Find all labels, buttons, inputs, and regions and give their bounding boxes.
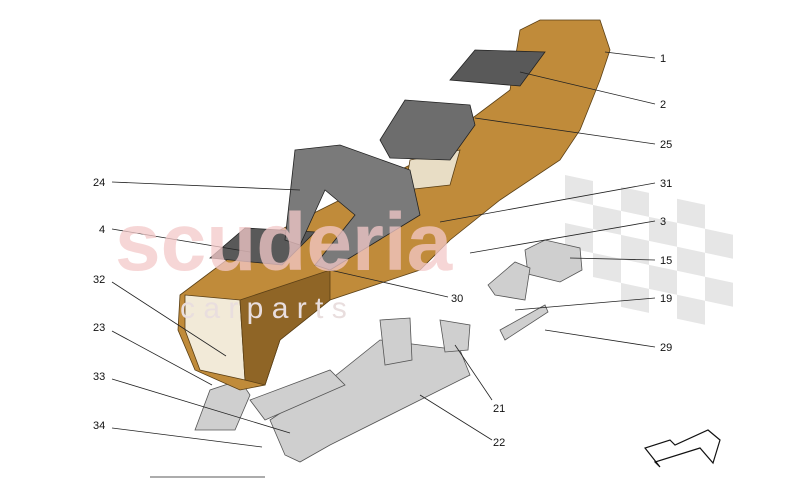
callout-29: 29 [660, 342, 672, 354]
callout-4: 4 [99, 224, 105, 236]
checkered-flag-icon [565, 175, 733, 325]
callout-31: 31 [660, 178, 672, 190]
callout-3: 3 [660, 216, 666, 228]
switch-panel-25 [379, 99, 476, 161]
callout-34: 34 [93, 420, 105, 432]
callout-22: 22 [493, 437, 505, 449]
bracket-15 [487, 239, 583, 341]
callout-32: 32 [93, 274, 105, 286]
arrow-icon [643, 429, 721, 468]
leader-lines [111, 51, 656, 478]
callout-24: 24 [93, 177, 105, 189]
watermark-main: scuderia [115, 197, 454, 288]
watermark: scuderia c a r p a r t s [115, 197, 454, 325]
callout-labels: 1 2 25 31 3 15 19 29 21 22 30 24 4 32 23… [93, 53, 672, 449]
callout-19: 19 [660, 293, 672, 305]
callout-30: 30 [451, 293, 463, 305]
callout-21: 21 [493, 403, 505, 415]
watermark-sub: c a r p a r t s [180, 292, 347, 325]
lower-bracket-22 [269, 317, 471, 463]
callout-2: 2 [660, 99, 666, 111]
callout-15: 15 [660, 255, 672, 267]
frame-24 [284, 144, 421, 271]
cover-2 [449, 49, 546, 87]
callout-25: 25 [660, 139, 672, 151]
callout-1: 1 [660, 53, 666, 65]
callout-33: 33 [93, 371, 105, 383]
callout-23: 23 [93, 322, 105, 334]
